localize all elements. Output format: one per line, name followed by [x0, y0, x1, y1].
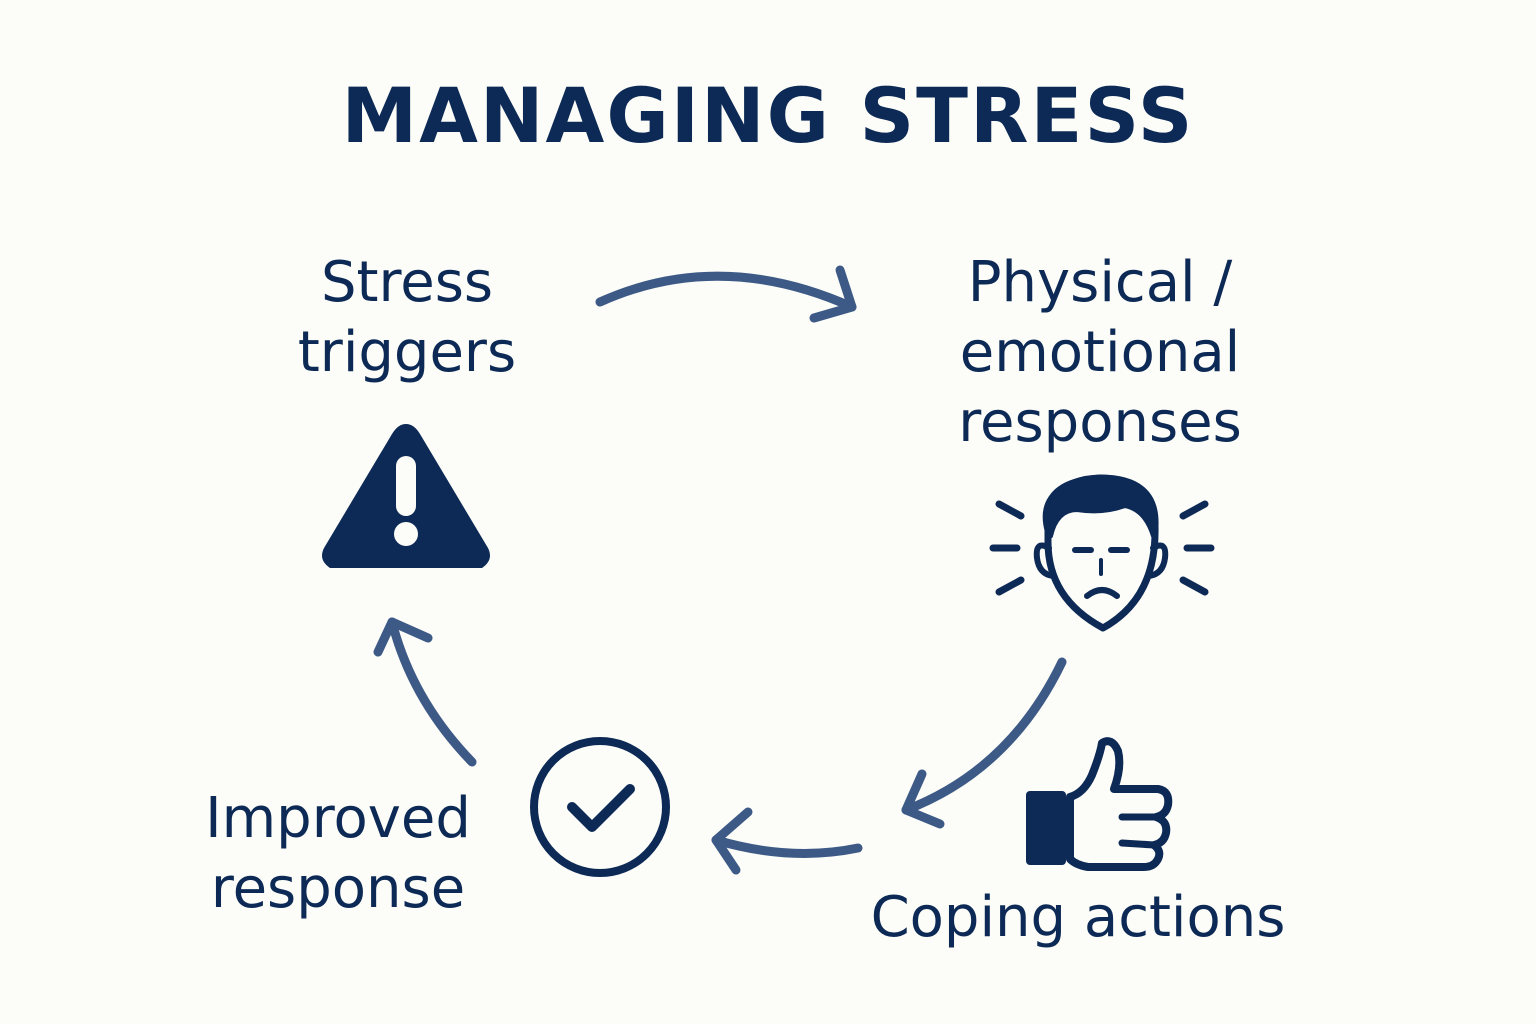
stage-label-stress-triggers: Stress triggers [247, 248, 567, 388]
stage-label-line: responses [958, 390, 1242, 455]
check-circle-icon [530, 737, 670, 877]
stage-label-line: emotional [959, 320, 1241, 385]
stressed-face-icon [989, 474, 1215, 632]
diagram-title: MANAGING STRESS [341, 71, 1195, 160]
stage-label-line: triggers [297, 320, 517, 385]
stage-label-line: Stress [320, 250, 494, 315]
stage-label-line: Improved [205, 786, 471, 851]
arrow-coping-to-improved [711, 807, 863, 875]
thumbs-up-icon [1026, 737, 1173, 871]
stage-label-line: Physical / [967, 250, 1233, 315]
stage-label-line: response [210, 856, 466, 921]
stage-label-physical-emotional-responses: Physical / emotional responses [905, 248, 1295, 458]
stage-label-improved-response: Improved response [168, 784, 508, 924]
warning-triangle-icon [322, 424, 490, 568]
arrow-triggers-to-responses [595, 265, 857, 323]
arrow-improved-to-triggers [373, 617, 477, 767]
arrow-responses-to-coping [901, 657, 1067, 829]
stage-label-line: Coping actions [870, 885, 1286, 950]
stage-label-coping-actions: Coping actions [818, 883, 1338, 953]
